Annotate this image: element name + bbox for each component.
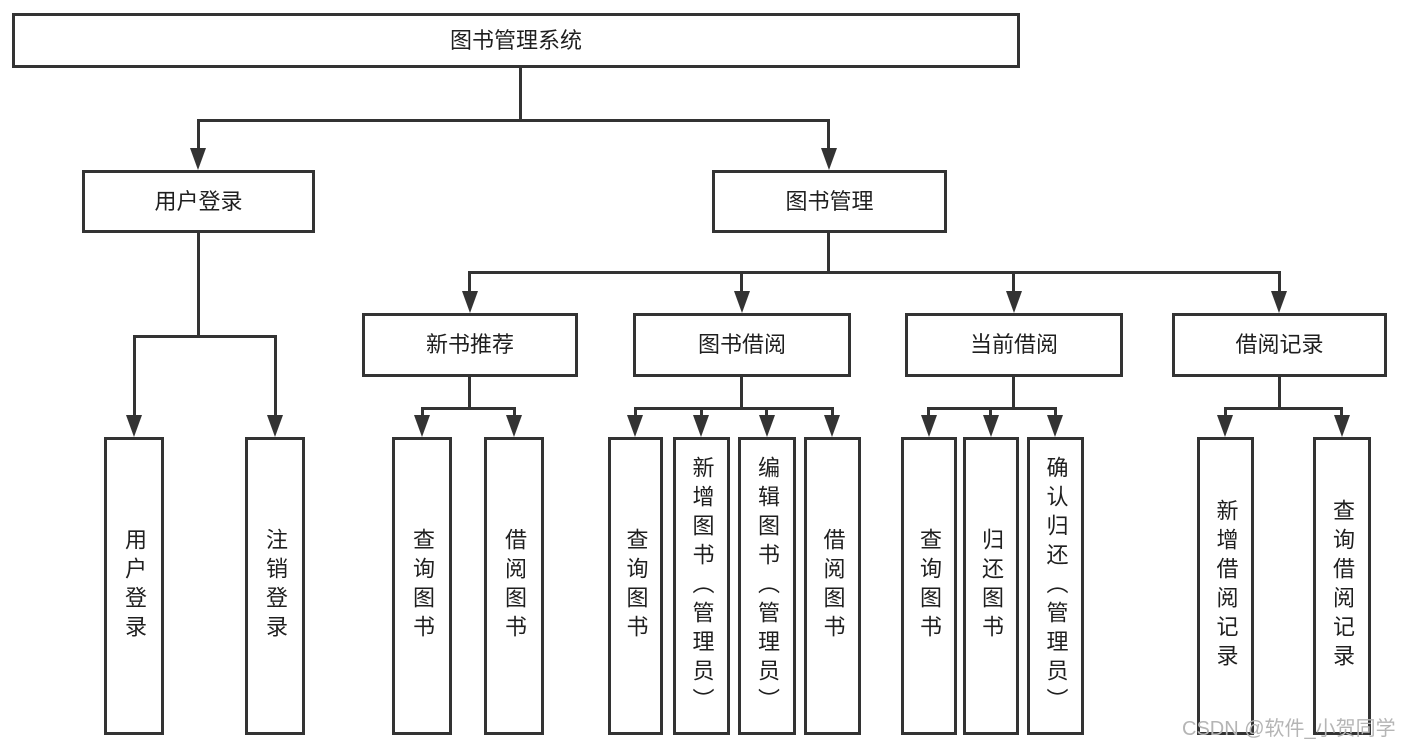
connector-line — [197, 233, 200, 335]
leaf-borrow-books-recommend: 借阅图书 — [484, 437, 544, 735]
connector-line — [1224, 407, 1343, 410]
leaf-query-books-recommend: 查询图书 — [392, 437, 452, 735]
connector-line — [827, 119, 830, 150]
connector-line — [468, 271, 471, 293]
arrow-down-icon — [506, 415, 522, 437]
connector-line — [1224, 407, 1227, 417]
arrow-down-icon — [824, 415, 840, 437]
arrow-down-icon — [759, 415, 775, 437]
connector-line — [827, 233, 830, 271]
connector-line — [1340, 407, 1343, 417]
connector-line — [1054, 407, 1057, 417]
connector-line — [197, 119, 829, 122]
arrow-down-icon — [414, 415, 430, 437]
connector-line — [133, 335, 136, 417]
node-library-management-system: 图书管理系统 — [12, 13, 1020, 68]
arrow-down-icon — [126, 415, 142, 437]
connector-line — [740, 377, 743, 407]
arrow-down-icon — [983, 415, 999, 437]
leaf-query-books-current: 查询图书 — [901, 437, 957, 735]
leaf-user-login: 用户登录 — [104, 437, 164, 735]
arrow-down-icon — [1334, 415, 1350, 437]
connector-line — [197, 119, 200, 150]
node-borrow-records: 借阅记录 — [1172, 313, 1387, 377]
connector-line — [1278, 377, 1281, 407]
arrow-down-icon — [693, 415, 709, 437]
connector-line — [989, 407, 992, 417]
leaf-borrow-books: 借阅图书 — [804, 437, 861, 735]
arrow-down-icon — [267, 415, 283, 437]
node-user-login-branch: 用户登录 — [82, 170, 315, 233]
connector-line — [1012, 377, 1015, 407]
connector-line — [133, 335, 277, 338]
connector-line — [519, 68, 522, 119]
connector-line — [1278, 271, 1281, 293]
leaf-logout: 注销登录 — [245, 437, 305, 735]
connector-line — [927, 407, 1057, 410]
leaf-add-borrow-record: 新增借阅记录 — [1197, 437, 1254, 735]
node-new-book-recommend: 新书推荐 — [362, 313, 578, 377]
leaf-add-books-admin: 新增图书（管理员） — [673, 437, 730, 735]
connector-line — [634, 407, 834, 410]
connector-line — [421, 407, 424, 417]
arrow-down-icon — [627, 415, 643, 437]
arrow-down-icon — [462, 291, 478, 313]
connector-line — [468, 271, 1281, 274]
connector-line — [634, 407, 637, 417]
connector-line — [421, 407, 516, 410]
arrow-down-icon — [734, 291, 750, 313]
leaf-return-books: 归还图书 — [963, 437, 1019, 735]
leaf-confirm-return-admin: 确认归还（管理员） — [1027, 437, 1084, 735]
arrow-down-icon — [190, 148, 206, 170]
arrow-down-icon — [821, 148, 837, 170]
connector-line — [927, 407, 930, 417]
connector-line — [274, 335, 277, 417]
connector-line — [1012, 271, 1015, 293]
connector-line — [468, 377, 471, 407]
connector-line — [765, 407, 768, 417]
csdn-watermark: CSDN @软件_小贺同学 — [1182, 718, 1396, 740]
arrow-down-icon — [1271, 291, 1287, 313]
node-book-borrow: 图书借阅 — [633, 313, 851, 377]
arrow-down-icon — [1047, 415, 1063, 437]
connector-line — [831, 407, 834, 417]
leaf-query-borrow-record: 查询借阅记录 — [1313, 437, 1371, 735]
node-book-management: 图书管理 — [712, 170, 947, 233]
arrow-down-icon — [921, 415, 937, 437]
connector-line — [513, 407, 516, 417]
node-current-borrow: 当前借阅 — [905, 313, 1123, 377]
connector-line — [740, 271, 743, 293]
leaf-edit-books-admin: 编辑图书（管理员） — [738, 437, 796, 735]
connector-line — [700, 407, 703, 417]
arrow-down-icon — [1217, 415, 1233, 437]
arrow-down-icon — [1006, 291, 1022, 313]
leaf-query-books-borrow: 查询图书 — [608, 437, 663, 735]
